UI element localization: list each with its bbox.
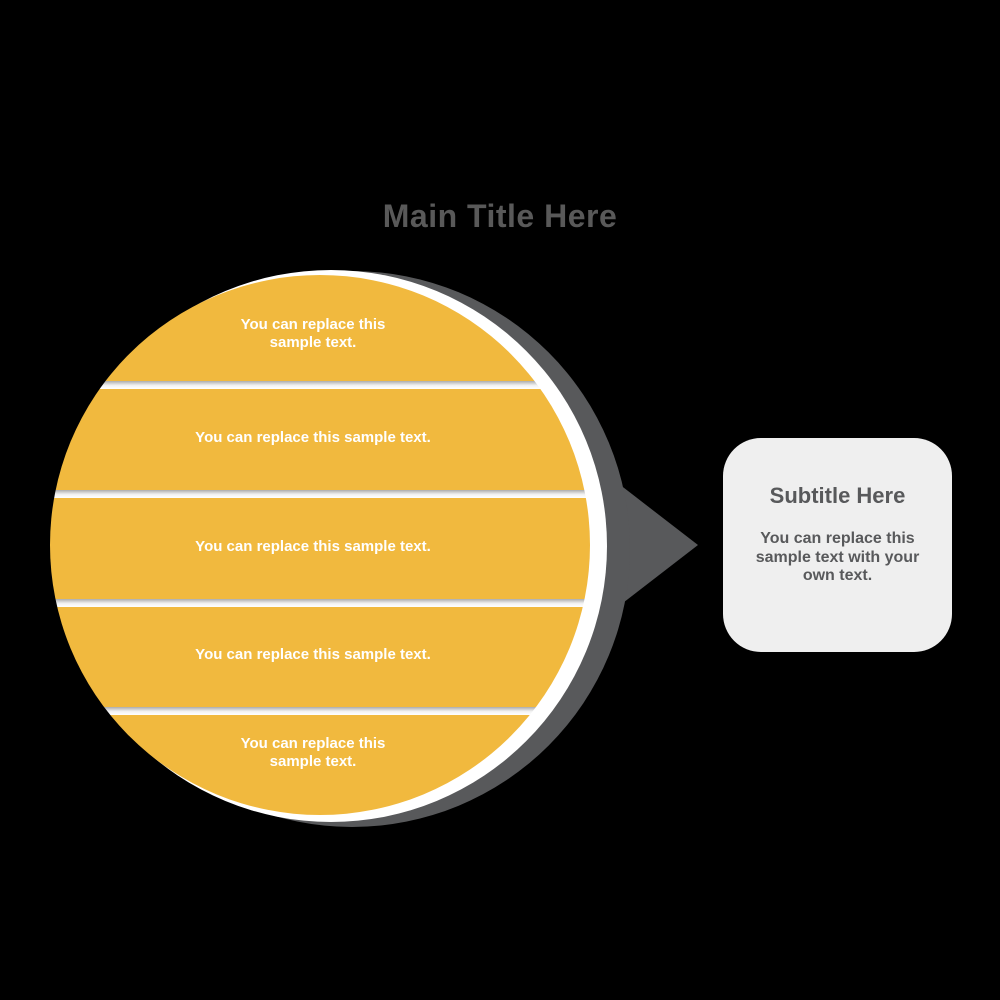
segment-label-1[interactable]: You can replace this sample text. — [240, 316, 386, 351]
segment-band-3[interactable] — [40, 498, 600, 599]
subtitle-card[interactable]: Subtitle Here You can replace this sampl… — [723, 438, 952, 652]
segment-label-3[interactable]: You can replace this sample text. — [195, 538, 431, 555]
segment-gap-1 — [50, 381, 590, 389]
subtitle-body[interactable]: You can replace this sample text with yo… — [755, 530, 920, 584]
segment-gap-3 — [50, 599, 590, 607]
segment-label-5[interactable]: You can replace this sample text. — [240, 735, 386, 770]
segment-gap-2 — [50, 490, 590, 498]
segment-group — [40, 275, 600, 815]
segment-label-2[interactable]: You can replace this sample text. — [195, 429, 431, 446]
subtitle-title[interactable]: Subtitle Here — [769, 483, 906, 508]
segment-band-2[interactable] — [40, 389, 600, 490]
page-title[interactable]: Main Title Here — [382, 198, 618, 234]
segment-label-4[interactable]: You can replace this sample text. — [195, 646, 431, 663]
segment-band-4[interactable] — [40, 607, 600, 707]
segment-gap-4 — [50, 707, 590, 715]
